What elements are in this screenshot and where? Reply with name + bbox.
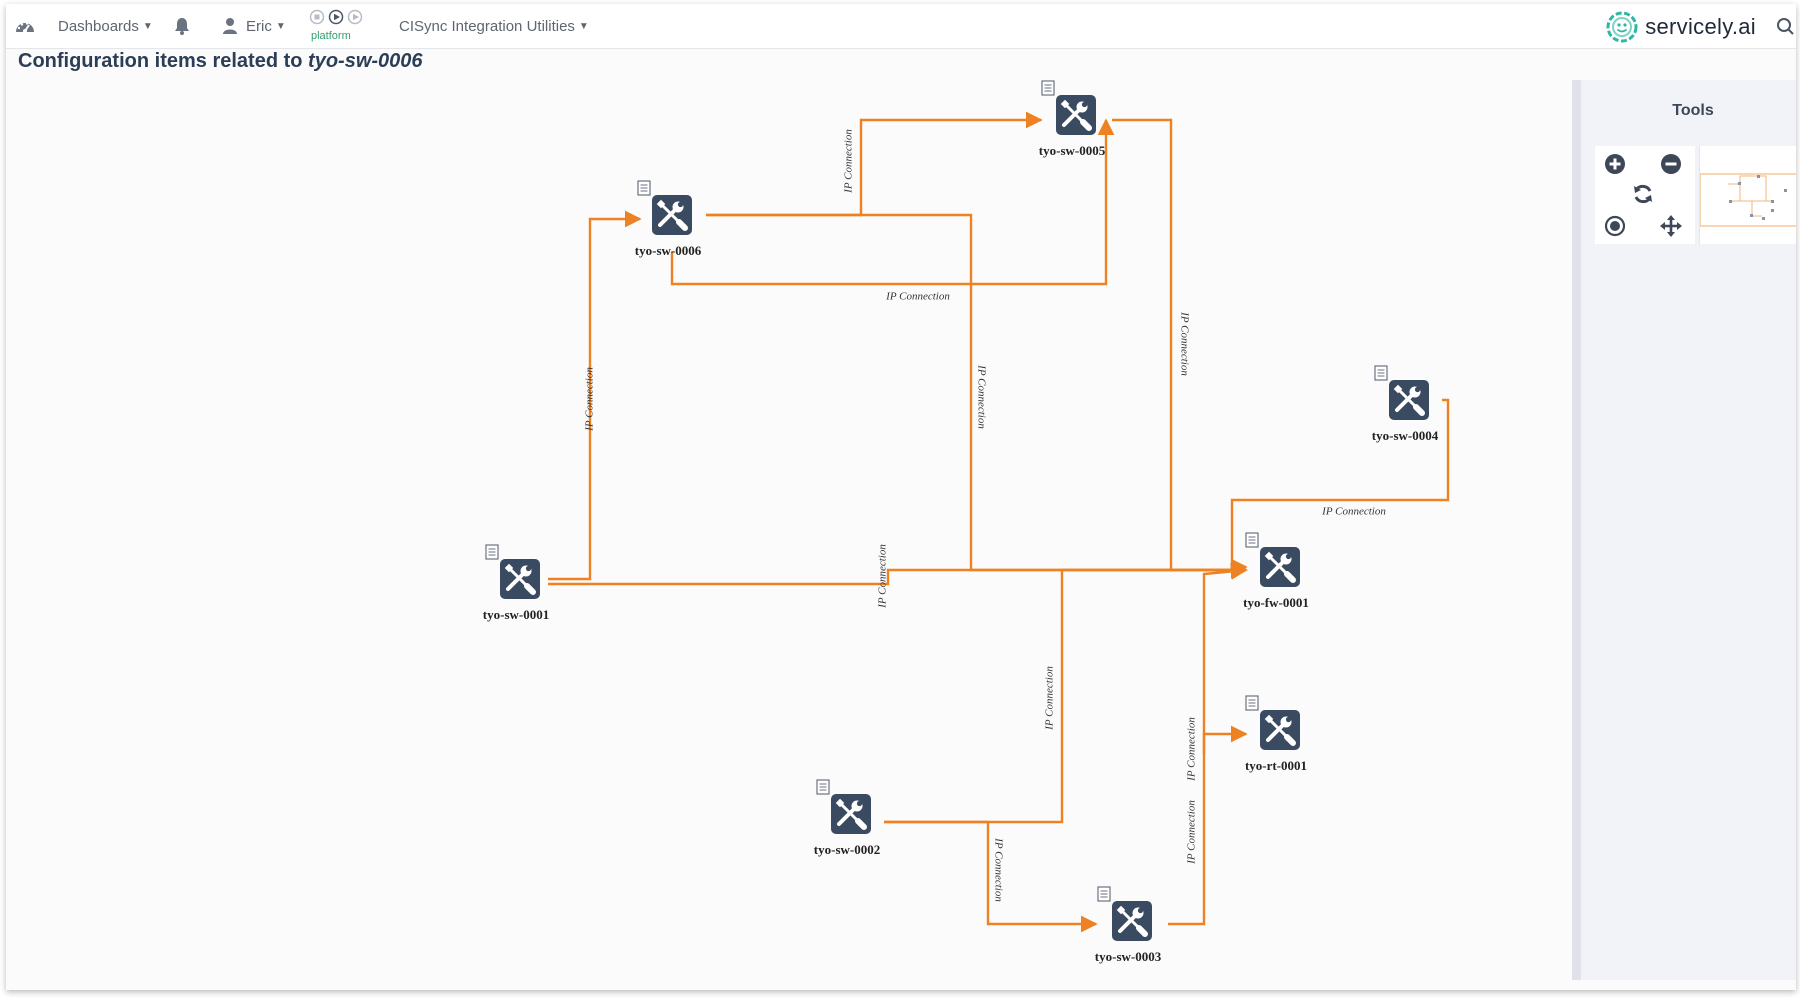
edge-ip-connection[interactable]: [884, 820, 1098, 933]
ci-node-tyo-sw-0003[interactable]: tyo-sw-0003: [1095, 886, 1162, 964]
node-label: tyo-fw-0001: [1243, 595, 1309, 610]
tools-icon[interactable]: [1389, 380, 1429, 420]
play-outline-icon: [347, 9, 363, 25]
node-label: tyo-sw-0006: [635, 243, 702, 258]
integration-utilities-label: CISync Integration Utilities: [399, 17, 575, 35]
tools-title: Tools: [1672, 102, 1714, 119]
ci-node-tyo-rt-0001[interactable]: tyo-rt-0001: [1245, 695, 1307, 773]
edge-label: IP Connection: [975, 364, 987, 429]
node-label: tyo-sw-0002: [814, 842, 880, 857]
edge-label: IP Connection: [885, 291, 950, 303]
edge-ip-connection[interactable]: [548, 210, 642, 581]
edge-label: IP Connection: [1044, 666, 1056, 731]
ci-node-tyo-sw-0004[interactable]: tyo-sw-0004: [1372, 365, 1439, 443]
dashboards-label: Dashboards: [58, 17, 139, 35]
ci-node-tyo-sw-0005[interactable]: tyo-sw-0005: [1039, 80, 1106, 158]
servicely-logo-icon: [1606, 11, 1638, 43]
tools-icon[interactable]: [1056, 95, 1096, 135]
top-navbar: Dashboards ▼ Eric ▼: [6, 4, 1796, 49]
chevron-down-icon: ▼: [275, 20, 286, 32]
node-label: tyo-sw-0003: [1095, 949, 1162, 964]
page-title-ci: tyo-sw-0006: [308, 50, 423, 72]
node-label: tyo-sw-0005: [1039, 143, 1106, 158]
target-icon[interactable]: [1603, 214, 1627, 238]
ci-node-tyo-sw-0002[interactable]: tyo-sw-0002: [814, 779, 880, 857]
document-icon[interactable]: [1041, 80, 1055, 96]
edge-ip-connection[interactable]: [884, 561, 1248, 824]
tools-box: [1595, 146, 1796, 244]
stop-icon: [309, 9, 325, 25]
platform-label: platform: [311, 30, 351, 42]
graph-nodes[interactable]: tyo-sw-0006 tyo-sw-0005 tyo-sw-0004 tyo-sw-…: [483, 80, 1439, 964]
document-icon[interactable]: [637, 180, 651, 196]
edge-ip-connection[interactable]: [706, 111, 1043, 217]
document-icon[interactable]: [816, 779, 830, 795]
page-title: Configuration items related to tyo-sw-00…: [18, 50, 423, 73]
ci-node-tyo-sw-0006[interactable]: tyo-sw-0006: [635, 180, 702, 258]
chevron-down-icon: ▼: [578, 20, 589, 32]
edge-label: IP Connection: [584, 367, 596, 432]
chevron-down-icon: ▼: [142, 20, 153, 32]
node-label: tyo-sw-0001: [483, 607, 549, 622]
tools-icon[interactable]: [500, 559, 540, 599]
platform-controls[interactable]: platform: [309, 6, 369, 48]
dashboards-menu[interactable]: Dashboards ▼: [58, 4, 153, 48]
tools-panel: Tools: [1572, 80, 1796, 980]
edge-label: IP Connection: [877, 544, 889, 609]
edge-label: IP Connection: [1186, 800, 1198, 865]
ci-node-tyo-fw-0001[interactable]: tyo-fw-0001: [1243, 532, 1309, 610]
tools-icon[interactable]: [1260, 710, 1300, 750]
search-icon[interactable]: [1776, 4, 1794, 48]
tools-buttons: [1595, 146, 1695, 244]
zoom-out-icon[interactable]: [1659, 152, 1683, 176]
document-icon[interactable]: [1097, 886, 1111, 902]
zoom-in-icon[interactable]: [1603, 152, 1627, 176]
document-icon[interactable]: [1245, 532, 1259, 548]
edge-label: IP Connection: [843, 129, 855, 194]
brand-logo: servicely.ai: [1605, 10, 1756, 44]
edge-label: IP Connection: [992, 837, 1004, 902]
user-icon: [223, 18, 237, 34]
edge-ip-connection[interactable]: [1168, 563, 1248, 926]
graph-minimap[interactable]: [1699, 146, 1796, 244]
integration-utilities-menu[interactable]: CISync Integration Utilities ▼: [399, 4, 589, 48]
brand-name: servicely.ai: [1645, 14, 1756, 39]
move-icon[interactable]: [1659, 214, 1683, 238]
ci-node-tyo-sw-0001[interactable]: tyo-sw-0001: [483, 544, 549, 622]
edge-ip-connection[interactable]: [1202, 725, 1248, 754]
edge-ip-connection[interactable]: [1230, 398, 1450, 576]
tools-icon[interactable]: [1112, 901, 1152, 941]
app-window: Dashboards ▼ Eric ▼: [6, 4, 1796, 990]
tools-icon[interactable]: [1260, 547, 1300, 587]
user-label: Eric: [246, 17, 272, 35]
refresh-icon[interactable]: [1631, 182, 1655, 206]
node-label: tyo-rt-0001: [1245, 758, 1307, 773]
node-label: tyo-sw-0004: [1372, 428, 1439, 443]
document-icon[interactable]: [1245, 695, 1259, 711]
tools-icon[interactable]: [652, 195, 692, 235]
document-icon[interactable]: [1374, 365, 1388, 381]
edge-label: IP Connection: [1321, 506, 1386, 518]
page-title-prefix: Configuration items related to: [18, 50, 303, 72]
bell-icon[interactable]: [174, 4, 190, 48]
edge-label: IP Connection: [1178, 311, 1190, 376]
user-menu[interactable]: Eric ▼: [222, 4, 286, 48]
document-icon[interactable]: [485, 544, 499, 560]
tools-icon[interactable]: [831, 794, 871, 834]
edge-ip-connection[interactable]: [548, 561, 1248, 586]
dashboard-gauge-icon[interactable]: [14, 4, 36, 48]
edge-label: IP Connection: [1186, 717, 1198, 782]
edge-ip-connection[interactable]: [670, 118, 1115, 286]
graph-edges: [548, 111, 1450, 933]
play-icon: [328, 9, 344, 25]
